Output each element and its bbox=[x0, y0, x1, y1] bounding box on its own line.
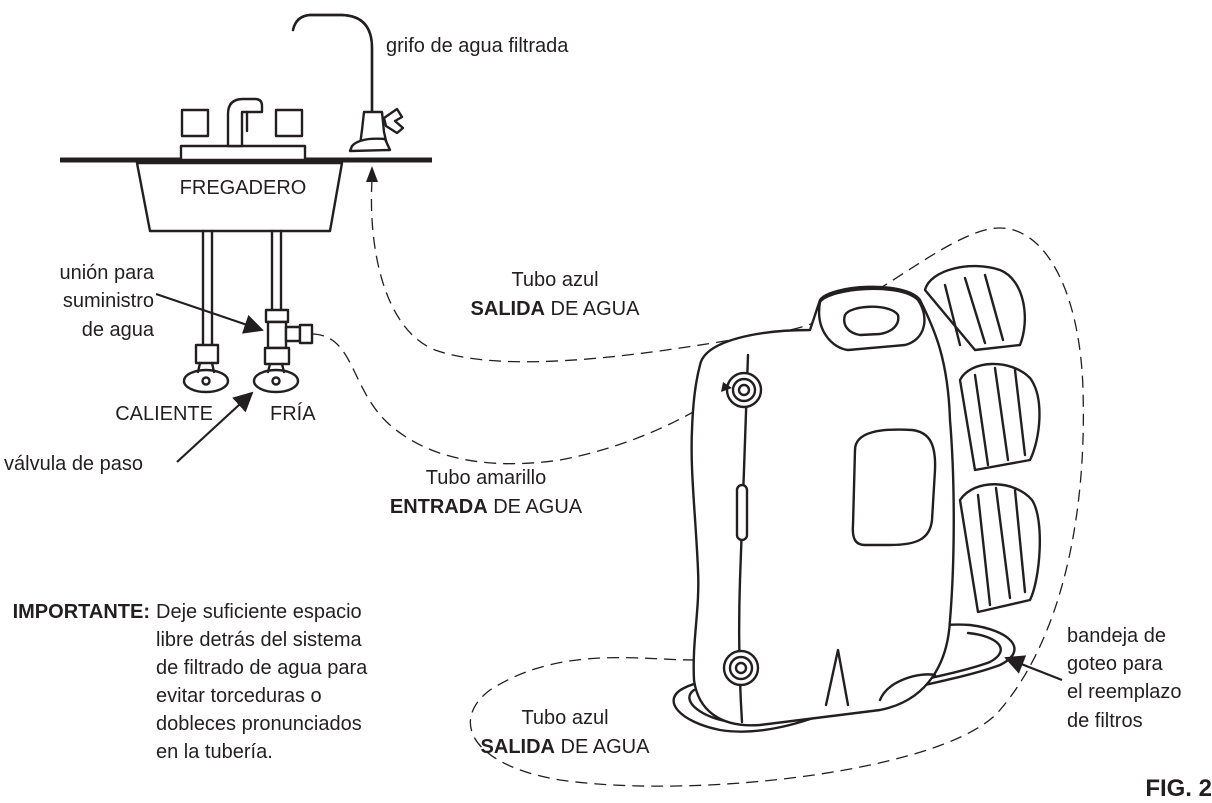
blue-tube-top-label-line2: SALIDA DE AGUA bbox=[471, 298, 641, 320]
valve-arrow bbox=[176, 391, 254, 463]
water-filter-system bbox=[672, 264, 1041, 733]
outlet-port-bottom bbox=[722, 649, 760, 687]
tube-arrowhead-port bbox=[721, 382, 732, 392]
faucet-label: grifo de agua filtrada bbox=[386, 35, 569, 57]
sink-faucet bbox=[179, 97, 307, 162]
sink-label: FREGADERO bbox=[180, 177, 307, 199]
drip-tray-label-line4: de filtros bbox=[1067, 710, 1143, 732]
yellow-tube-label-line1: Tubo amarillo bbox=[426, 467, 546, 489]
sink: FREGADERO bbox=[60, 157, 432, 233]
cold-label: FRÍA bbox=[270, 402, 316, 425]
note-line: dobleces pronunciados bbox=[156, 713, 362, 735]
note-heading: IMPORTANTE: bbox=[13, 601, 150, 623]
figure-label: FIG. 2 bbox=[1145, 775, 1212, 798]
supply-union-tee bbox=[266, 320, 288, 350]
drip-tray-arrow bbox=[1004, 655, 1063, 682]
hot-handle bbox=[180, 108, 210, 138]
union-label-line2: suministro bbox=[63, 290, 154, 312]
drip-tray-label-line3: el reemplazo bbox=[1067, 681, 1182, 703]
union-label-line3: de agua bbox=[82, 319, 155, 341]
blue-tube-top-label-line1: Tubo azul bbox=[511, 269, 598, 291]
note-line: evitar torceduras o bbox=[156, 685, 322, 707]
note-line: Deje suficiente espacio bbox=[156, 601, 362, 623]
hot-label: CALIENTE bbox=[115, 403, 213, 425]
union-arrow bbox=[155, 292, 264, 334]
drip-tray-label-line2: goteo para bbox=[1067, 653, 1164, 675]
filter-cartridges bbox=[923, 264, 1041, 614]
blue-outlet-tube-top bbox=[370, 179, 1085, 787]
note-line: libre detrás del sistema bbox=[156, 629, 363, 651]
yellow-inlet-tube bbox=[311, 333, 721, 465]
blue-tube-bottom-label-line1: Tubo azul bbox=[521, 707, 608, 729]
drip-tray-label-line1: bandeja de bbox=[1067, 625, 1166, 647]
supply-pipes bbox=[182, 229, 314, 394]
yellow-tube-label-line2: ENTRADA DE AGUA bbox=[390, 496, 583, 518]
outlet-port-top bbox=[725, 371, 763, 409]
valve-label: válvula de paso bbox=[4, 453, 143, 475]
important-note: IMPORTANTE: Deje suficiente espacio libr… bbox=[13, 601, 369, 763]
union-label-line1: unión para bbox=[59, 262, 154, 284]
tube-arrowhead bbox=[366, 166, 378, 182]
cold-handle bbox=[274, 108, 304, 138]
sink-basin bbox=[135, 161, 344, 233]
note-line: en la tubería. bbox=[156, 741, 273, 763]
blue-tube-bottom-label-line2: SALIDA DE AGUA bbox=[481, 736, 651, 758]
filtered-water-faucet bbox=[291, 13, 405, 153]
spout bbox=[226, 97, 264, 148]
note-line: de filtrado de agua para bbox=[156, 657, 368, 679]
housing-window bbox=[851, 428, 937, 547]
